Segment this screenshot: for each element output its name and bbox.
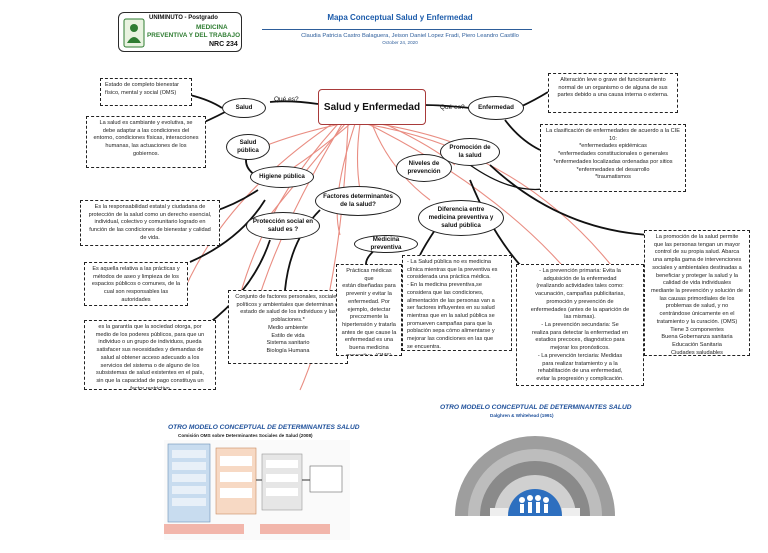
right-model-subtitle: Dalghren & Whitehead (1991) <box>490 413 554 418</box>
university-logo: UNIMINUTO - Postgrado MEDICINA PREVENTIV… <box>118 12 242 52</box>
central-concept: Salud y Enfermedad <box>318 89 426 125</box>
logo-university-name: UNIMINUTO - Postgrado <box>149 15 218 21</box>
connector-label-left: Qué es? <box>274 96 299 103</box>
title-underline <box>262 29 532 30</box>
box-clasificacion-cie10: La clasificación de enfermedades de acue… <box>540 124 686 192</box>
right-model-title: OTRO MODELO CONCEPTUAL DE DETERMINANTES … <box>440 404 632 411</box>
cloud-proteccion: Protección social en salud es ? <box>246 212 320 240</box>
logo-nrc: NRC 234 <box>209 41 238 48</box>
box-salud-definicion: Estado de completo bienestar físico, men… <box>100 78 192 106</box>
box-diferencia-definicion: - La Salud pública no es medicina clínic… <box>402 255 512 351</box>
date: October 24, 2020 <box>382 40 418 45</box>
cloud-diferencia: Diferencia entre medicina preventiva y s… <box>418 200 504 236</box>
left-model-title: OTRO MODELO CONCEPTUAL DE DETERMINANTES … <box>168 424 360 431</box>
graduate-figure-icon <box>123 18 145 48</box>
box-higiene-definicion: Es aquella relativa a las prácticas y mé… <box>84 262 188 306</box>
box-niveles-prevencion: - La prevención primaria: Evita la adqui… <box>516 264 644 386</box>
left-model-subtitle: Comisión OMS sobre Determinantes Sociale… <box>178 433 313 438</box>
logo-program-line1: MEDICINA <box>196 24 228 31</box>
box-conjunto-factores: Conjunto de factores personales, sociale… <box>228 290 348 364</box>
connector-label-right: Qué es? <box>440 104 465 111</box>
cloud-medicina-preventiva: Medicina preventiva <box>354 235 418 253</box>
cloud-salud: Salud <box>222 98 266 118</box>
box-salud-cambiante: La salud es cambiante y evolutiva, se de… <box>86 116 206 168</box>
cloud-enfermedad: Enfermedad <box>468 96 524 120</box>
cloud-promocion: Promoción de la salud <box>440 138 500 166</box>
box-proteccion-garantia: es la garantía que la sociedad otorga, p… <box>84 320 216 390</box>
authors: Claudia Patricia Castro Balaguera, Jeiso… <box>301 33 519 39</box>
box-promocion-definicion: La promoción de la salud permite que las… <box>644 230 750 356</box>
who-determinants-diagram <box>164 440 350 540</box>
logo-program-line2: PREVENTIVA Y DEL TRABAJO <box>147 32 241 39</box>
box-practicas-medicas: Prácticas médicas que están diseñadas pa… <box>336 264 402 356</box>
box-enfermedad-definicion: Alteración leve o grave del funcionamien… <box>548 73 678 113</box>
box-responsabilidad-estatal: Es la responsabilidad estatal y ciudadan… <box>80 200 220 246</box>
cloud-factores: Factores determinantes de la salud? <box>315 186 401 216</box>
page-title: Mapa Conceptual Salud y Enfermedad <box>327 13 473 22</box>
cloud-higiene: Higiene pública <box>250 166 314 188</box>
cloud-salud-publica: Salud pública <box>226 134 270 160</box>
cloud-niveles: Niveles de prevención <box>396 154 452 182</box>
rainbow-determinants-diagram <box>455 436 615 516</box>
